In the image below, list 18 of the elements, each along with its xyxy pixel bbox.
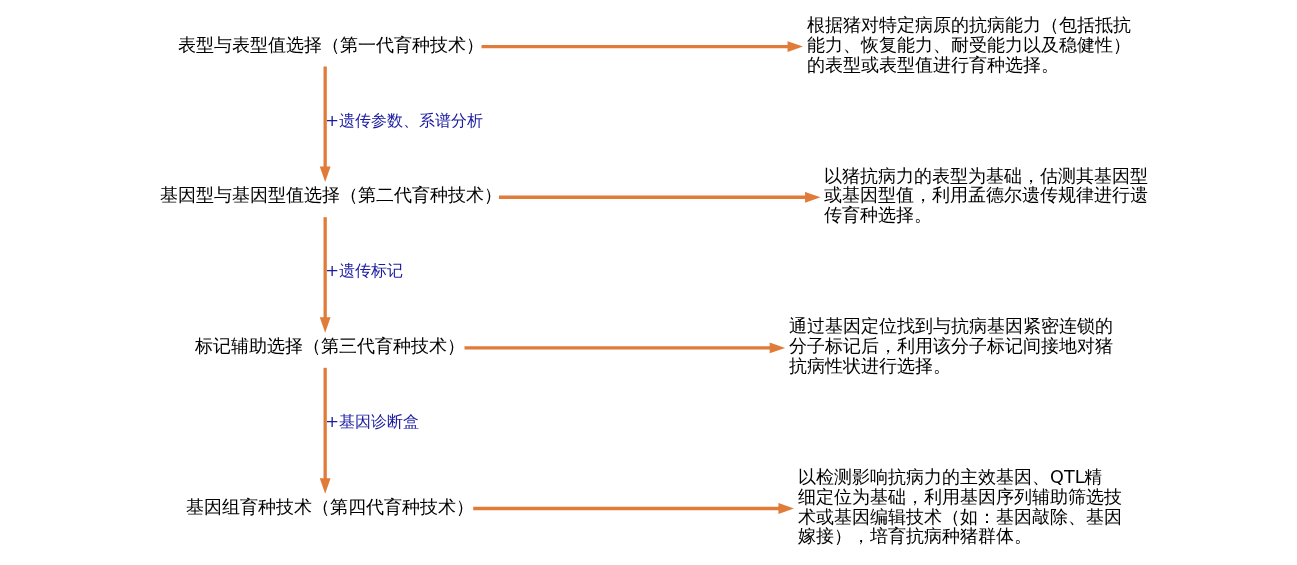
node-text: 标记辅助选择（第三代育种技术） <box>194 336 465 357</box>
arrow <box>319 217 331 333</box>
edge-label: +基因诊断盒 <box>325 412 419 432</box>
node-text: 以猪抗病力的表型为基础，估测其基因型或基因型值，利用孟德尔遗传规律进行遗传育种选择。 <box>824 165 1149 226</box>
arrow <box>319 66 331 183</box>
arrow <box>464 342 786 354</box>
node-text: 基因组育种技术（第四代育种技术） <box>186 496 475 517</box>
arrow <box>481 41 803 52</box>
edge-label: +遗传参数、系谱分析 <box>325 110 483 130</box>
node-text: 表型与表型值选择（第一代育种技术） <box>177 34 484 55</box>
node-text: 根据猪对特定病原的抗病能力（包括抵抗能力、恢复能力、耐受能力以及稳健性）的表型或表型值进行育种选择。 <box>806 14 1131 75</box>
arrow <box>319 367 331 494</box>
node-text: 通过基因定位找到与抗病基因紧密连锁的分子标记后，利用该分子标记间接地对猪抗病性状进行选择。 <box>789 316 1114 376</box>
edge-label: +遗传标记 <box>325 261 403 281</box>
node-text: 以检测影响抗病力的主效基因、QTL精细定位为基础，利用基因序列辅助筛选技术或基因编辑技术（如：基因敲除、基因嫁接），培育抗病种猪群体。 <box>798 466 1123 547</box>
arrow <box>498 191 821 203</box>
node-text: 基因型与基因型值选择（第二代育种技术） <box>160 185 503 206</box>
arrow <box>473 503 794 514</box>
